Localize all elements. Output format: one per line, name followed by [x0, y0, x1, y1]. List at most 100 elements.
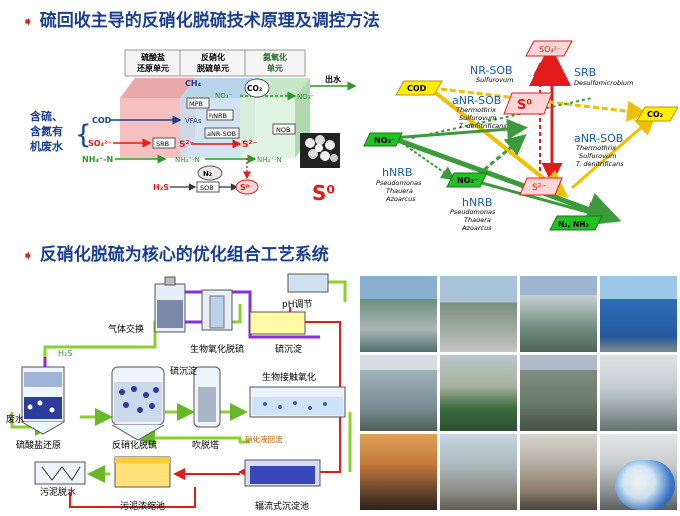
ph-tank	[287, 273, 329, 293]
node-co2: CO₂	[647, 110, 664, 119]
photo-treatment-pool	[360, 276, 437, 352]
unit-label-ammonia-oxidation-2: 单元	[267, 63, 283, 73]
label-h2s: H₂S	[153, 183, 169, 192]
org-hnrb-2: hNRB	[462, 196, 492, 209]
wastewater-source-2: 含氮有	[29, 124, 63, 138]
radial-clarifier	[244, 459, 321, 487]
label-bio-oxidation: 生物氧化脱硫	[190, 343, 244, 355]
label-ch4: CH₄	[185, 79, 202, 88]
label-sludge-thicken: 污泥浓缩池	[120, 500, 165, 512]
org-srb-sub: Desulfomicrobium	[574, 79, 633, 87]
label-outflow: 出水	[325, 74, 342, 84]
unit-label-ammonia-oxidation-1: 氨氧化	[263, 52, 287, 62]
wastewater-source-1: 含硫、	[29, 109, 63, 123]
label-s0-big: S⁰	[312, 181, 335, 205]
org-hnrb-2-sub1: Pseudomonas	[450, 208, 496, 216]
sulfur-crystal-image	[300, 133, 340, 168]
contact-oxidation-tank	[249, 386, 346, 418]
node-cod: COD	[407, 84, 427, 93]
label-sulfur-settle-mid: 硫沉淀	[170, 365, 197, 377]
label-mpb: MPB	[189, 100, 203, 108]
node-n2-nh3: N₂, NH₃	[558, 220, 589, 229]
label-sob: SOB	[200, 184, 214, 192]
photo-plant-view	[440, 355, 517, 431]
unit-label-denitrification-2: 脱硫单元	[197, 63, 229, 73]
sulfur-settler-top	[249, 311, 306, 335]
photo-grid	[360, 276, 678, 512]
label-ph: pH调节	[282, 299, 312, 310]
label-s2-right: S²⁻	[242, 140, 257, 150]
label-radial-clarifier: 辐流式沉淀池	[255, 500, 309, 512]
label-no3-out: NO₃⁻	[297, 93, 315, 101]
org-hnrb-1-sub1: Pseudomonas	[376, 179, 422, 187]
org-nrsob-sub: Sulfurovum	[476, 76, 513, 84]
org-anrsob-1: aNR-SOB	[452, 94, 501, 107]
org-anrsob-1-sub1: Thermothrix	[456, 106, 496, 114]
node-so4: SO₄²⁻	[539, 45, 561, 54]
bullet-arrow-icon: ➧	[22, 248, 34, 264]
label-s2-left: S²⁻	[179, 140, 194, 150]
photo-industrial-1	[360, 434, 437, 510]
label-stripping: 吹脱塔	[192, 439, 219, 451]
org-hnrb-1: hNRB	[382, 166, 412, 179]
org-hnrb-2-sub2: Thauera	[464, 216, 491, 224]
label-denitrification: 反硝化脱硫	[112, 439, 157, 451]
input-nh4: NH₄⁺-N	[82, 155, 113, 164]
bullet-arrow-icon: ➧	[22, 14, 34, 30]
label-anrsob: aNR-SOB	[207, 130, 236, 138]
sulfate-reduction-reactor	[21, 366, 65, 435]
label-vfas: VFAs	[185, 117, 202, 125]
photo-industrial-3	[520, 434, 597, 510]
label-s0: S⁰	[240, 183, 250, 192]
denitrification-reactor	[111, 366, 165, 441]
stripping-tower	[193, 366, 221, 428]
gas-exchange-tower	[154, 276, 186, 333]
section-title-1: ➧ 硫回收主导的反硝化脱硫技术原理及调控方法	[22, 6, 380, 31]
org-anrsob-2-sub1: Thermothrix	[576, 144, 616, 152]
label-sulfate-reduction: 硫酸盐还原	[16, 439, 61, 451]
node-s2: S²⁻	[532, 183, 546, 193]
label-wastewater: 废水	[6, 413, 24, 425]
org-hnrb-2-sub3: Azoarcus	[461, 224, 492, 232]
org-anrsob-2-sub3: T. denitrificans	[576, 160, 624, 168]
photo-blue-tanks	[600, 276, 677, 352]
label-nh4-mid: NH₄⁺-N	[175, 156, 200, 164]
photo-industrial-2	[440, 434, 517, 510]
org-anrsob-2-sub2: Sulfurovum	[579, 152, 616, 160]
label-no3-upper: NO₃⁻	[215, 92, 233, 100]
label-nitrate-return: 硝化液回流	[245, 434, 283, 444]
wastewater-source-3: 机废水	[30, 139, 64, 153]
section-title-2: ➧ 反硝化脱硫为核心的优化组合工艺系统	[22, 240, 329, 265]
label-sludge-dewater: 污泥脱水	[40, 486, 76, 498]
sulfur-nitrogen-cycle-network: SO₄²⁻ S⁰ S²⁻ COD CO₂ NO₃⁻ NO₂⁻ N₂, NH₃ N…	[363, 40, 678, 232]
org-srb: SRB	[574, 66, 596, 79]
section-title-2-text: 反硝化脱硫为核心的优化组合工艺系统	[39, 245, 329, 265]
org-hnrb-1-sub3: Azoarcus	[385, 195, 416, 203]
watermark-logo	[615, 460, 675, 510]
label-sulfur-settle-top: 硫沉淀	[275, 343, 302, 355]
photo-reactor-tanks	[440, 276, 517, 352]
input-cod: COD	[92, 116, 112, 125]
node-no3: NO₃⁻	[374, 136, 395, 145]
input-so4: SO₄²⁻	[88, 139, 112, 148]
label-contact-oxidation: 生物接触氧化	[262, 371, 316, 383]
unit-label-denitrification-1: 反硝化	[201, 52, 225, 62]
photo-tower	[360, 355, 437, 431]
org-anrsob-1-sub3: T. denitrificans	[459, 122, 507, 130]
photo-column	[520, 355, 597, 431]
label-n2: N₂	[203, 170, 212, 178]
unit-label-sulfate-reduction-2: 还原单元	[136, 63, 169, 73]
bio-oxidation-tank	[201, 289, 233, 331]
org-hnrb-1-sub2: Thauera	[386, 187, 413, 195]
label-gas-exchange: 气体交换	[108, 323, 144, 335]
section-title-1-text: 硫回收主导的反硝化脱硫技术原理及调控方法	[39, 11, 380, 31]
sludge-thickener	[114, 456, 171, 488]
label-nh4-right: NH₄⁺-N	[257, 156, 282, 164]
photo-aeration	[600, 355, 677, 431]
sludge-dewater-unit	[34, 461, 86, 485]
label-nob: NOB	[276, 126, 290, 134]
node-s0: S⁰	[517, 98, 532, 113]
label-co2: CO₂	[247, 84, 262, 93]
label-hnrb: hNRB	[209, 112, 227, 120]
sulfur-recovery-mechanism-diagram: 硫酸盐 还原单元 反硝化 脱硫单元 氨氧化 单元 含硫、 含氮有 机废水 { C…	[29, 49, 357, 205]
